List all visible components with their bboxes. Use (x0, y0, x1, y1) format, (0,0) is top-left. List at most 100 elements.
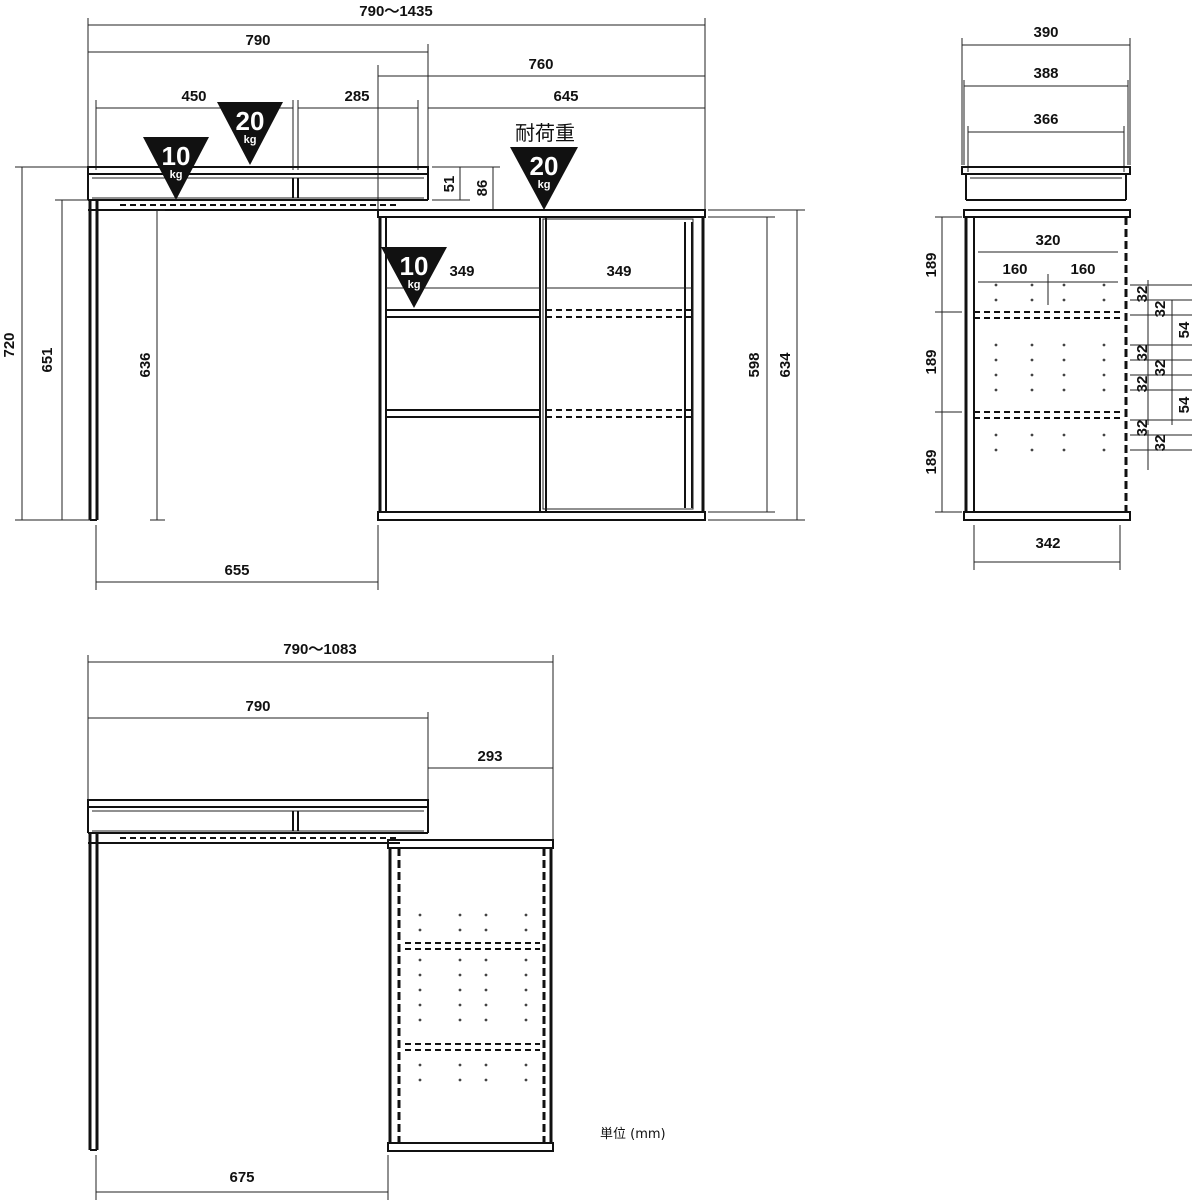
pin-hole (524, 1078, 528, 1082)
pin-hole (1062, 298, 1066, 302)
pin-hole (994, 343, 998, 347)
dim-left-section: 450 (181, 88, 206, 105)
dim-shelf-left: 349 (449, 263, 474, 280)
dim-cabinet-width: 760 (528, 56, 553, 73)
pin-hole (418, 913, 422, 917)
pin-hole (1062, 433, 1066, 437)
dim-pitch-32-f: 32 (1134, 420, 1151, 437)
pin-hole (418, 1078, 422, 1082)
pin-hole (994, 298, 998, 302)
dim-depth-388: 388 (1033, 65, 1058, 82)
pin-hole (1062, 358, 1066, 362)
dim-pitch-32-e: 32 (1134, 376, 1151, 393)
pin-hole (524, 1018, 528, 1022)
pin-hole (1062, 373, 1066, 377)
pin-hole (418, 988, 422, 992)
pin-hole (524, 988, 528, 992)
pin-hole (484, 988, 488, 992)
pin-hole (458, 1078, 462, 1082)
pin-hole (458, 988, 462, 992)
load-badge-top-mid: 20 kg (217, 102, 283, 165)
svg-text:kg: kg (538, 179, 551, 191)
shelf-pin-holes-closed (418, 913, 528, 1082)
pin-hole (484, 913, 488, 917)
dim-closed-desk: 790 (245, 698, 270, 715)
pin-hole (458, 1018, 462, 1022)
dim-pitch-32-g: 32 (1152, 435, 1169, 452)
pin-hole (1062, 448, 1066, 452)
pin-hole (458, 928, 462, 932)
pin-hole (1102, 343, 1106, 347)
load-badge-top-left: 10 kg (143, 137, 209, 200)
pin-hole (1102, 358, 1106, 362)
dim-inner-320: 320 (1035, 232, 1060, 249)
dim-cabinet-598: 598 (746, 352, 763, 377)
pin-hole (1030, 448, 1034, 452)
pin-hole (1102, 433, 1106, 437)
pin-hole (418, 1063, 422, 1067)
svg-text:20: 20 (236, 106, 265, 136)
dim-half-160-b: 160 (1070, 261, 1095, 278)
pin-hole (418, 973, 422, 977)
svg-text:10: 10 (162, 141, 191, 171)
pin-hole (1030, 433, 1034, 437)
pin-hole (1030, 343, 1034, 347)
pin-hole (524, 913, 528, 917)
pin-hole (484, 928, 488, 932)
dim-height-total: 720 (1, 332, 18, 357)
dim-pitch-32-c: 32 (1134, 345, 1151, 362)
dim-total-width: 790〜1435 (359, 3, 432, 20)
pin-hole (1030, 358, 1034, 362)
pin-hole (994, 373, 998, 377)
pin-hole (524, 1063, 528, 1067)
dim-closed-293: 293 (477, 748, 502, 765)
pin-hole (524, 973, 528, 977)
pin-hole (524, 1003, 528, 1007)
dim-mid-section: 285 (344, 88, 369, 105)
dim-height-636: 636 (137, 352, 154, 377)
svg-text:kg: kg (170, 169, 183, 181)
dim-depth-390: 390 (1033, 24, 1058, 41)
unit-note: 単位 (mm) (600, 1126, 666, 1142)
front-view: 790〜1435 790 760 450 285 645 720 651 636 (1, 3, 805, 590)
dim-drawer-51: 51 (441, 176, 458, 193)
pin-hole (1062, 283, 1066, 287)
dim-desk-width: 790 (245, 32, 270, 49)
pin-hole (1102, 298, 1106, 302)
dim-pitch-32-a: 32 (1134, 286, 1151, 303)
side-view: 390 388 366 320 160 160 189 189 (923, 24, 1193, 570)
dim-drawer-86: 86 (474, 180, 491, 197)
dim-pitch-54-a: 54 (1176, 321, 1193, 338)
pin-hole (994, 388, 998, 392)
pin-hole (458, 1003, 462, 1007)
dim-pitch-32-b: 32 (1152, 301, 1169, 318)
shelf-pin-holes-side (994, 283, 1106, 452)
svg-text:20: 20 (530, 151, 559, 181)
pin-hole (458, 958, 462, 962)
dim-cabinet-634: 634 (777, 352, 794, 378)
svg-text:kg: kg (244, 134, 257, 146)
pin-hole (1102, 283, 1106, 287)
dim-closed-total: 790〜1083 (283, 641, 356, 658)
dim-height-651: 651 (39, 347, 56, 372)
pin-hole (484, 1018, 488, 1022)
pin-hole (484, 1078, 488, 1082)
svg-text:10: 10 (400, 251, 429, 281)
pin-hole (1102, 448, 1106, 452)
dim-shelf-189-b: 189 (923, 349, 940, 374)
front-dim-lines (87, 18, 706, 210)
dim-shelf-189-a: 189 (923, 252, 940, 277)
pin-hole (1062, 343, 1066, 347)
dim-shelf-right: 349 (606, 263, 631, 280)
closed-view: 790〜1083 790 293 675 (87, 641, 554, 1200)
pin-hole (418, 1018, 422, 1022)
pin-hole (418, 958, 422, 962)
pin-hole (524, 958, 528, 962)
dim-depth-366: 366 (1033, 111, 1058, 128)
pin-hole (484, 958, 488, 962)
pitch-dim-lines (1130, 280, 1192, 470)
pin-hole (458, 913, 462, 917)
pin-hole (484, 1063, 488, 1067)
pin-hole (484, 973, 488, 977)
